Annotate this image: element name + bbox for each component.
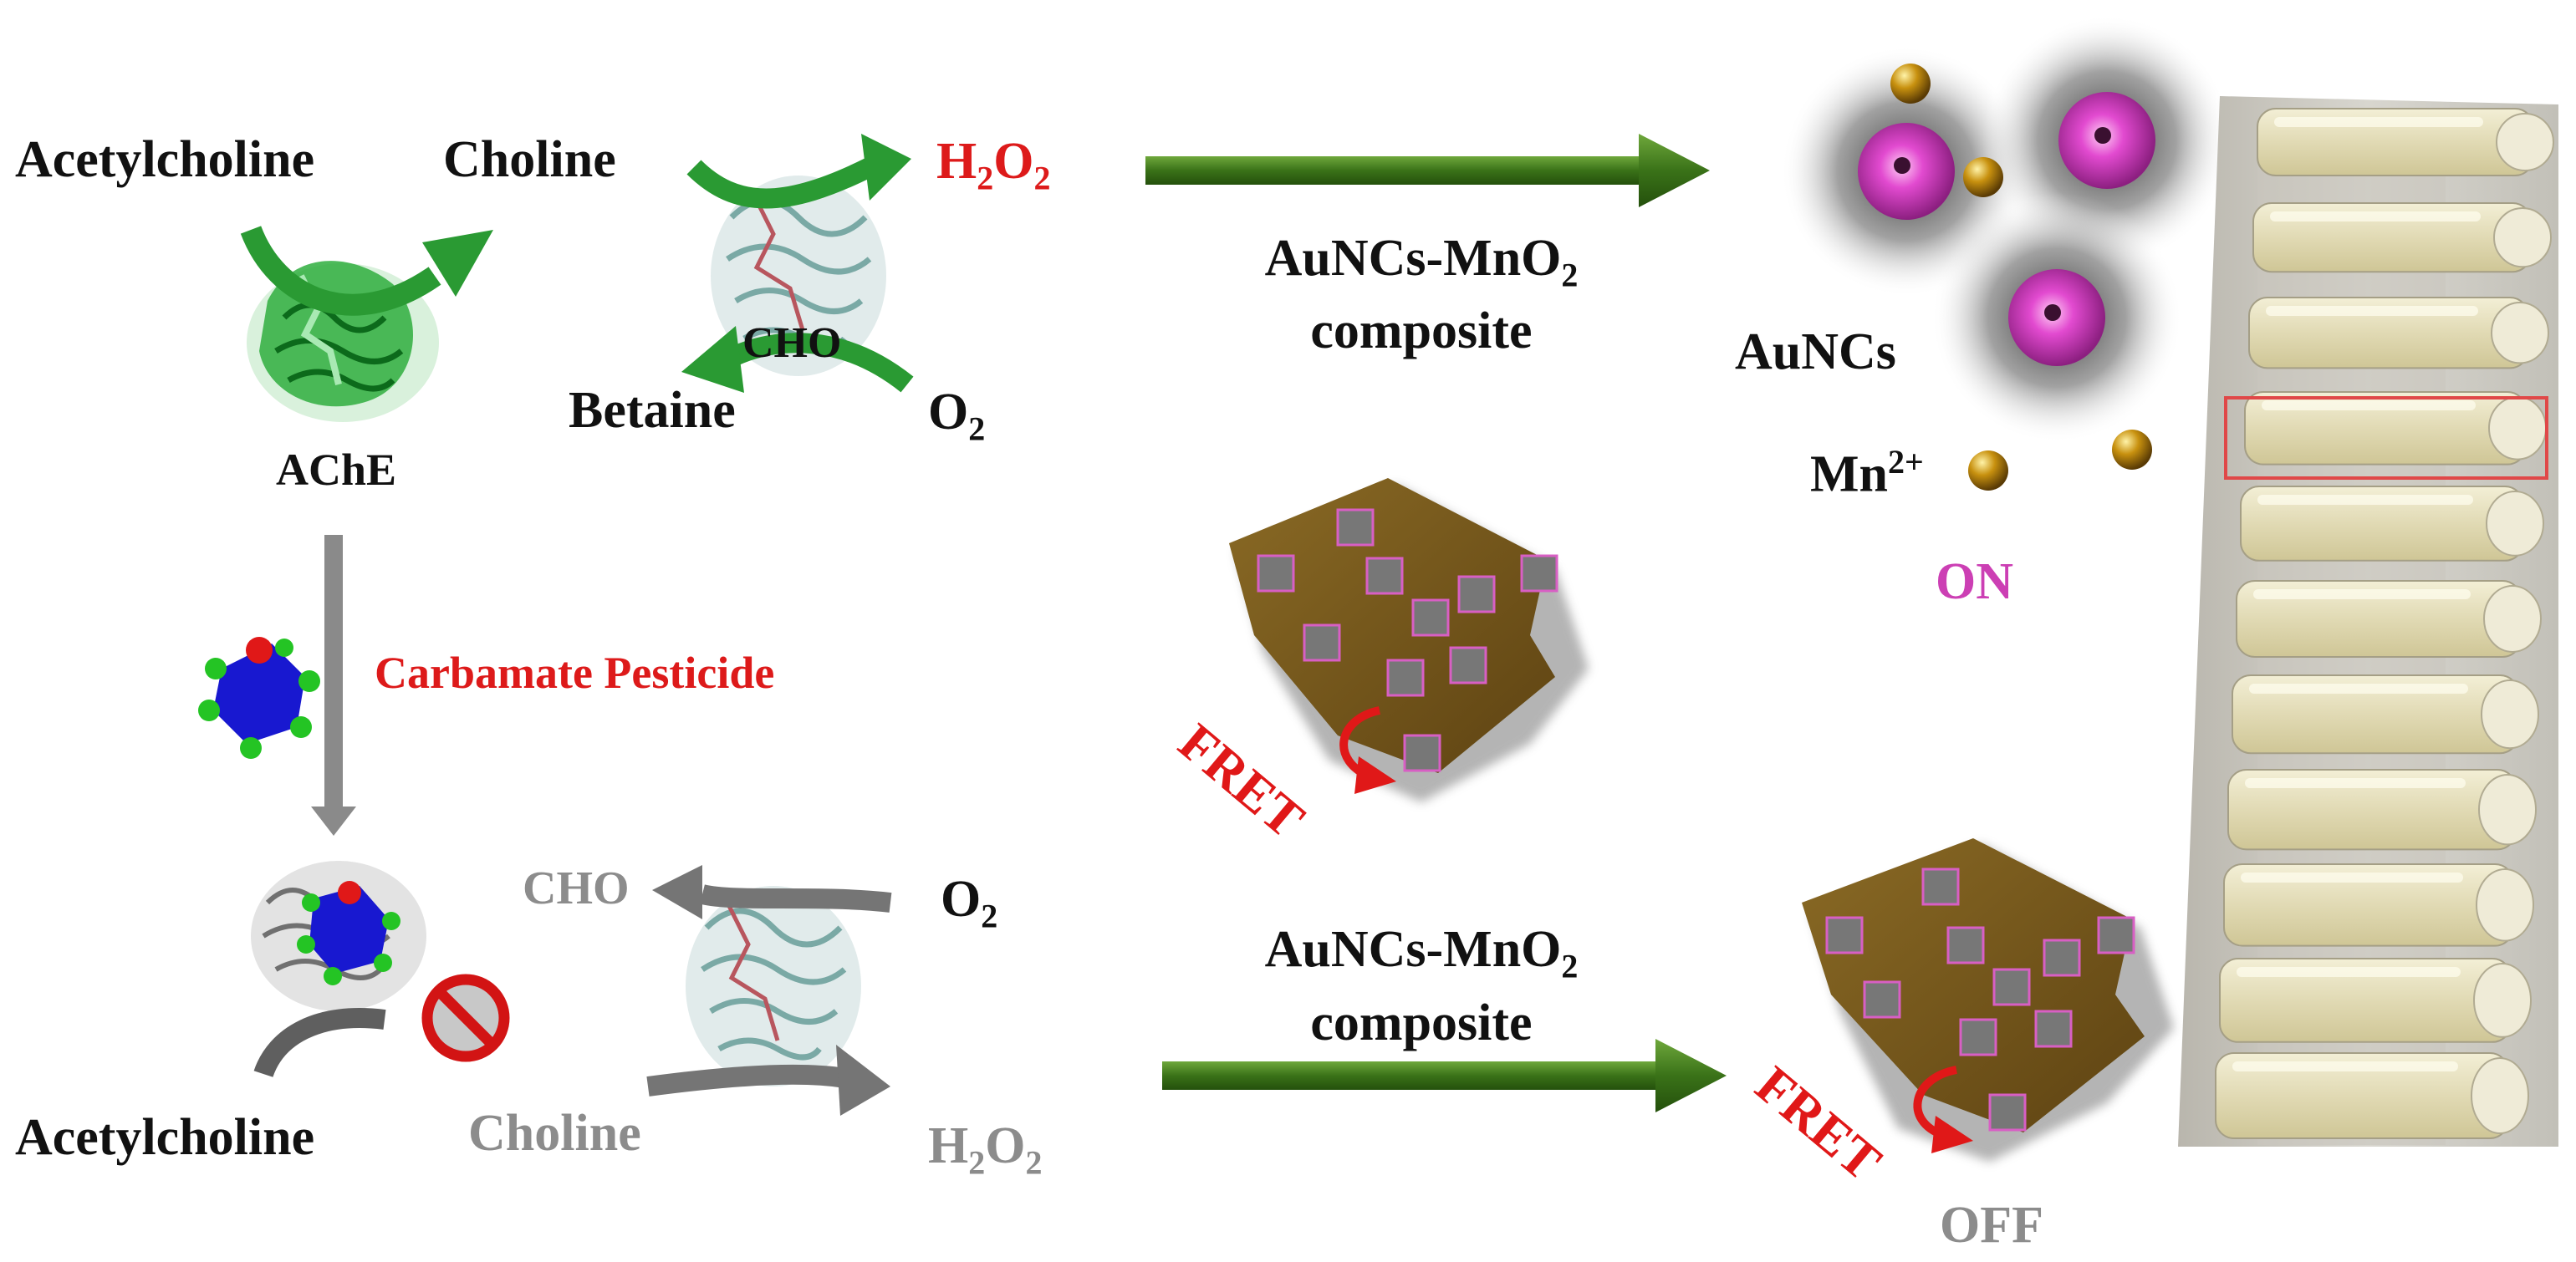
bottom-o2-label: O2	[941, 871, 998, 935]
mn-ion	[2112, 430, 2152, 470]
bottom-acetylcholine-arrow	[253, 1008, 386, 1078]
cho-enzyme	[711, 176, 886, 376]
bottom-h2o2-arrowhead	[836, 1045, 890, 1116]
vial	[2236, 580, 2542, 658]
bottom-green-arrow	[1162, 1039, 1727, 1112]
aunc-particle	[1931, 192, 2182, 443]
top-acetylcholine-label: Acetylcholine	[15, 131, 315, 188]
top-green-arrow	[1145, 134, 1710, 207]
composite-sheet-bottom	[1802, 838, 2174, 1162]
bottom-cho-enzyme	[686, 886, 861, 1086]
mn-label: Mn2+	[1810, 443, 1924, 503]
inhibition-arrow	[311, 535, 356, 836]
aunc-label: AuNCs	[1735, 323, 1896, 380]
ache-label: AChE	[276, 445, 397, 495]
composite-top-line2: composite	[1310, 303, 1533, 359]
top-cho-label: CHO	[742, 319, 842, 367]
inhibited-ache	[251, 861, 426, 1011]
composite-sheet-middle	[1229, 478, 1589, 802]
top-o2-label: O2	[928, 384, 986, 448]
off-label: OFF	[1940, 1197, 2043, 1254]
highlighted-vial-box	[2224, 396, 2548, 480]
top-h2o2-label: H2O2	[936, 133, 1051, 197]
bottom-cho-label: CHO	[523, 863, 630, 914]
vial	[2232, 674, 2539, 755]
vials-group	[2215, 108, 2554, 1139]
vial	[2240, 486, 2544, 562]
on-label: ON	[1936, 553, 2013, 610]
vial	[2215, 1052, 2529, 1139]
bottom-choline-arrow	[646, 1064, 846, 1097]
carbamate-pesticide-label: Carbamate Pesticide	[375, 648, 775, 698]
top-choline-arrowhead	[422, 230, 493, 297]
mn-ion	[1890, 64, 1931, 104]
vial	[2252, 202, 2552, 273]
composite-bottom-line1: AuNCs-MnO2	[1264, 921, 1579, 985]
fret-arrowhead-middle	[1354, 756, 1396, 794]
cho-betaine-arrowhead	[681, 326, 744, 393]
vial	[2244, 391, 2547, 466]
fret-arrowhead-bottom	[1931, 1116, 1973, 1153]
composite-top-line1: AuNCs-MnO2	[1264, 230, 1579, 294]
vial	[2248, 297, 2549, 369]
bottom-acetylcholine-label: Acetylcholine	[15, 1109, 315, 1166]
mn-ion	[1963, 157, 2003, 197]
bottom-choline-label: Choline	[468, 1105, 641, 1162]
forbidden-icon	[421, 974, 510, 1062]
mn-ion	[1968, 450, 2008, 491]
bottom-h2o2-label: H2O2	[928, 1117, 1043, 1182]
vial	[2227, 769, 2537, 851]
composite-bottom-line2: composite	[1310, 995, 1533, 1051]
cho-o2-arrow	[722, 333, 914, 393]
bottom-cho-arrowhead	[652, 865, 702, 919]
bottom-o2-arrow	[700, 884, 892, 913]
top-betaine-label: Betaine	[569, 382, 736, 439]
top-choline-label: Choline	[443, 131, 616, 188]
top-acetylcholine-arrow	[240, 226, 441, 316]
cho-h2o2-arrowhead	[861, 134, 911, 201]
vial	[2223, 863, 2534, 947]
cho-choline-arrow	[686, 158, 875, 209]
vial	[2219, 958, 2532, 1043]
vial	[2257, 108, 2554, 176]
carbamate-molecule	[198, 637, 320, 759]
